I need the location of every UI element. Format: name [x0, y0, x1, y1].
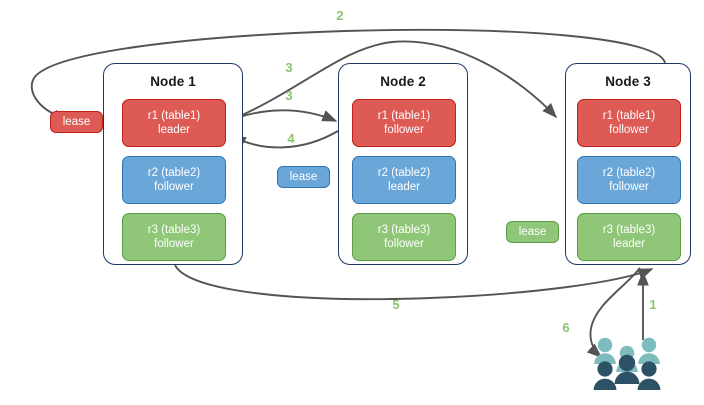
- replica-name: r1 (table1): [602, 110, 656, 122]
- replica-name: r2 (table2): [377, 167, 431, 179]
- replica-role: follower: [384, 238, 424, 250]
- replica-node3-r2[interactable]: r2 (table2) follower: [577, 156, 681, 204]
- replica-role: leader: [388, 181, 420, 193]
- replica-role: follower: [609, 124, 649, 136]
- replica-role: follower: [154, 181, 194, 193]
- replica-role: follower: [609, 181, 649, 193]
- replica-name: r3 (table3): [377, 224, 431, 236]
- lease-badge-red[interactable]: lease: [50, 111, 103, 133]
- lease-badge-green[interactable]: lease: [506, 221, 559, 243]
- step-label-3-upper: 3: [285, 60, 293, 75]
- node-container-1[interactable]: Node 1 r1 (table1) leader r2 (table2) fo…: [103, 63, 243, 265]
- replica-node3-r3[interactable]: r3 (table3) leader: [577, 213, 681, 261]
- replica-node2-r2[interactable]: r2 (table2) leader: [352, 156, 456, 204]
- node-title-3: Node 3: [605, 74, 651, 89]
- replica-node1-r1[interactable]: r1 (table1) leader: [122, 99, 226, 147]
- lease-label: lease: [289, 171, 318, 183]
- replica-node2-r3[interactable]: r3 (table3) follower: [352, 213, 456, 261]
- replica-role: leader: [158, 124, 190, 136]
- replica-name: r3 (table3): [147, 224, 201, 236]
- replica-node1-r3[interactable]: r3 (table3) follower: [122, 213, 226, 261]
- step-label-5: 5: [392, 297, 400, 312]
- replica-name: r2 (table2): [602, 167, 656, 179]
- replica-role: follower: [154, 238, 194, 250]
- step-label-1: 1: [649, 297, 657, 312]
- replica-name: r1 (table1): [147, 110, 201, 122]
- step-label-6: 6: [562, 320, 570, 335]
- step-label-3-lower: 3: [285, 88, 293, 103]
- lease-label: lease: [62, 116, 91, 128]
- edge-step-5: [174, 264, 654, 301]
- step-label-4: 4: [287, 131, 295, 146]
- step-label-2: 2: [336, 8, 344, 23]
- replica-node1-r2[interactable]: r2 (table2) follower: [122, 156, 226, 204]
- node-container-3[interactable]: Node 3 r1 (table1) follower r2 (table2) …: [565, 63, 691, 265]
- replica-node3-r1[interactable]: r1 (table1) follower: [577, 99, 681, 147]
- users-icon: [593, 337, 661, 390]
- lease-label: lease: [518, 226, 547, 238]
- node-title-2: Node 2: [380, 74, 426, 89]
- replica-name: r2 (table2): [147, 167, 201, 179]
- replica-role: leader: [613, 238, 645, 250]
- replica-name: r3 (table3): [602, 224, 656, 236]
- replica-node2-r1[interactable]: r1 (table1) follower: [352, 99, 456, 147]
- replica-name: r1 (table1): [377, 110, 431, 122]
- node-title-1: Node 1: [150, 74, 196, 89]
- replica-role: follower: [384, 124, 424, 136]
- node-container-2[interactable]: Node 2 r1 (table1) follower r2 (table2) …: [338, 63, 468, 265]
- lease-badge-blue[interactable]: lease: [277, 166, 330, 188]
